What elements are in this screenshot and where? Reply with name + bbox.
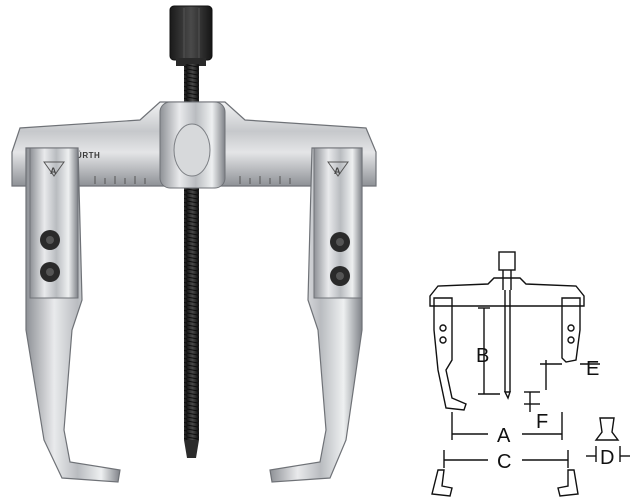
threaded-spindle xyxy=(184,64,199,458)
hex-nut xyxy=(169,5,213,66)
diagram-right-foot xyxy=(557,469,579,497)
left-jaw-mark: A xyxy=(50,166,57,176)
diagram-right-arm xyxy=(561,297,581,363)
right-jaw-bolt-upper xyxy=(330,232,350,252)
crossbar: WÜRTH xyxy=(11,101,377,189)
scale-ticks xyxy=(94,176,291,184)
dim-label-a: A xyxy=(497,425,511,447)
diagram-nut xyxy=(498,251,516,271)
diagram-left-foot xyxy=(431,469,453,497)
left-jaw-bolt-upper xyxy=(40,230,60,250)
dim-label-c: C xyxy=(497,451,511,473)
left-jaw: A xyxy=(25,147,121,483)
brand-engraving: WÜRTH xyxy=(68,151,100,160)
diagram-left-arm xyxy=(433,297,467,411)
right-jaw: A xyxy=(269,147,363,483)
dim-label-f: F xyxy=(536,411,548,433)
dim-label-b: B xyxy=(476,345,489,367)
right-jaw-bolt-lower xyxy=(330,266,350,286)
diagram-crossbar xyxy=(429,277,585,307)
right-jaw-mark: A xyxy=(334,166,341,176)
dimension-diagram xyxy=(429,251,630,497)
left-jaw-bolt-lower xyxy=(40,262,60,282)
dim-label-d: D xyxy=(600,447,614,469)
dim-label-e: E xyxy=(586,358,599,380)
puller-photo: WÜRTH A A xyxy=(11,5,377,483)
dimension-labels: B E F A C D xyxy=(476,345,614,473)
diagram-tip-profile xyxy=(594,417,620,441)
